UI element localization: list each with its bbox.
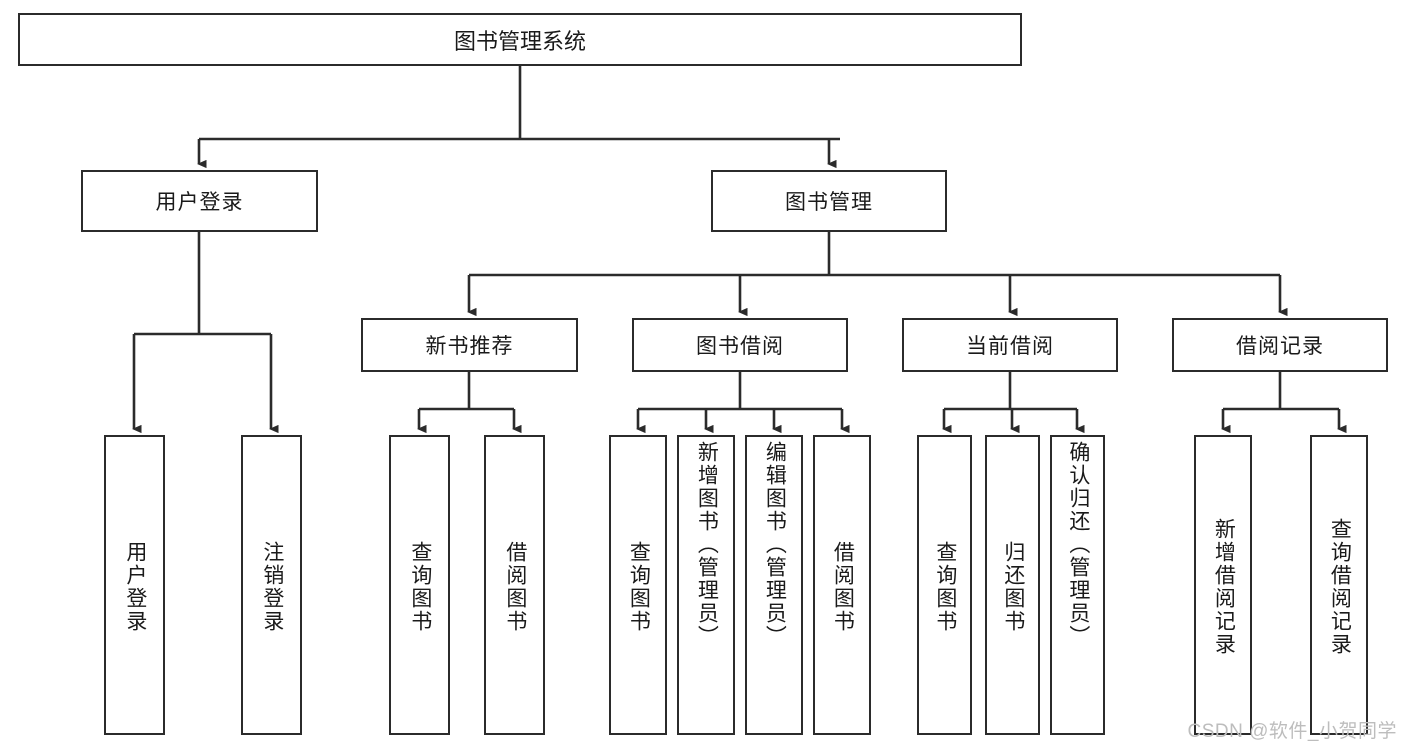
node-leaf-edit-book[interactable]: 编辑图书（管理员）	[745, 435, 803, 735]
node-borrow-record[interactable]: 借阅记录	[1172, 318, 1388, 372]
node-label: 图书管理	[785, 191, 873, 214]
node-leaf-borrow-book[interactable]: 借阅图书	[813, 435, 871, 735]
node-label: 当前借阅	[966, 335, 1054, 358]
node-leaf-confirm-return[interactable]: 确认归还（管理员）	[1050, 435, 1105, 735]
node-label: 借阅图书	[831, 541, 855, 633]
node-user-login[interactable]: 用户登录	[81, 170, 318, 232]
node-current-borrow[interactable]: 当前借阅	[902, 318, 1118, 372]
node-label: 新增图书（管理员）	[695, 441, 719, 648]
node-label: 图书管理系统	[453, 28, 586, 54]
node-label: 查询图书	[933, 541, 957, 633]
node-leaf-borrow-book-rec[interactable]: 借阅图书	[484, 435, 545, 735]
node-label: 图书借阅	[696, 335, 784, 358]
node-label: 查询图书	[408, 541, 432, 633]
node-new-book-rec[interactable]: 新书推荐	[361, 318, 578, 372]
node-label: 新增借阅记录	[1212, 518, 1236, 656]
node-leaf-return-book[interactable]: 归还图书	[985, 435, 1040, 735]
node-book-borrow[interactable]: 图书借阅	[632, 318, 848, 372]
node-leaf-user-logout[interactable]: 注销登录	[241, 435, 302, 735]
node-leaf-add-book[interactable]: 新增图书（管理员）	[677, 435, 735, 735]
node-label: 查询图书	[627, 541, 651, 633]
node-leaf-user-login[interactable]: 用户登录	[104, 435, 165, 735]
node-label: 借阅图书	[503, 541, 527, 633]
node-label: 查询借阅记录	[1328, 518, 1352, 656]
node-label: 注销登录	[260, 541, 284, 633]
node-leaf-query-record[interactable]: 查询借阅记录	[1310, 435, 1368, 735]
node-root[interactable]: 图书管理系统	[18, 13, 1022, 66]
node-label: 归还图书	[1001, 541, 1025, 633]
node-label: 新书推荐	[425, 335, 514, 358]
node-leaf-add-record[interactable]: 新增借阅记录	[1194, 435, 1252, 735]
node-book-manage[interactable]: 图书管理	[711, 170, 947, 232]
node-label: 编辑图书（管理员）	[763, 441, 787, 648]
node-leaf-query-book-borrow[interactable]: 查询图书	[609, 435, 667, 735]
node-label: 用户登录	[123, 541, 147, 633]
csdn-watermark: CSDN @软件_小贺同学	[1187, 721, 1397, 742]
node-leaf-query-book-rec[interactable]: 查询图书	[389, 435, 450, 735]
node-label: 用户登录	[155, 191, 244, 214]
node-label: 确认归还（管理员）	[1066, 441, 1090, 648]
node-label: 借阅记录	[1236, 335, 1324, 358]
node-leaf-query-book-cur[interactable]: 查询图书	[917, 435, 972, 735]
